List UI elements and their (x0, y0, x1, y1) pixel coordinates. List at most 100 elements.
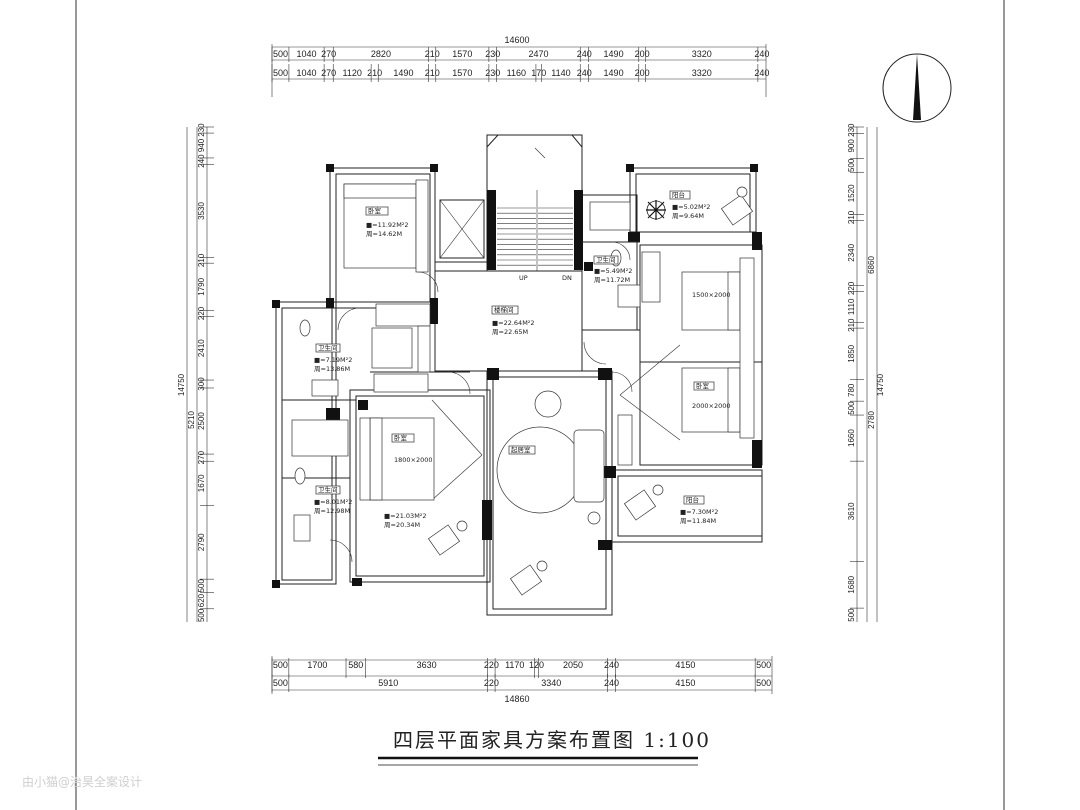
left-dim-row1-label: 500 (197, 579, 206, 593)
right-dim-row1-label: 210 (847, 210, 856, 224)
room-area-bath-left-lower: ■=8.01M²2 (314, 498, 352, 506)
bottom-dim-row2-label: 500 (756, 678, 771, 688)
bottom-dim-row1-label: 120 (529, 660, 544, 670)
top-dim-row2-label: 1040 (296, 68, 316, 78)
room-name-bath-right: 卫生间 (596, 255, 616, 264)
top-dim-row1-label: 3320 (692, 49, 712, 59)
bed-size-right-upper: 1500×2000 (692, 291, 731, 299)
shower-top-right (589, 201, 631, 231)
room-perim-bedroom-top-left: 周=14.62M (366, 230, 402, 238)
bottom-dim-row1-label: 580 (348, 660, 363, 670)
watermark-text: 由小猫@治昊全案设计 (22, 774, 142, 789)
bed-size-left-lower: 1800×2000 (394, 456, 433, 464)
bottom-dim-row2: 500 5910 220 3340 240 4150 500 (271, 674, 771, 692)
room-perim-balcony-top: 周=9.64M (672, 212, 704, 220)
left-dim-row1-label: 1790 (197, 277, 206, 295)
wardrobe-5 (641, 251, 661, 303)
room-perim-bath-right: 周=11.72M (594, 276, 630, 284)
room-name-living: 起居室 (511, 445, 531, 454)
top-dim-row1-label: 500 (273, 49, 288, 59)
top-dim-row2-label: 210 (425, 68, 440, 78)
top-dim-row2-label: 170 (531, 68, 546, 78)
bottom-dim-row1-label: 4150 (675, 660, 695, 670)
room-area-bath-right: ■=5.49M²2 (594, 267, 632, 275)
bottom-dim-row2-label: 4150 (675, 678, 695, 688)
bottom-dim-row2-label: 220 (484, 678, 499, 688)
room-area-stair-hall: ■=22.64M²2 (492, 319, 535, 327)
room-perim-balcony-right: 周=11.84M (680, 517, 716, 525)
left-dimensions: 2309402403530210179022024103002500270167… (177, 123, 214, 622)
room-area-bedroom-bottom-left: ■=21.03M²2 (384, 512, 427, 520)
left-dim-row1-label: 240 (197, 154, 206, 168)
room-labels: 卧室 ■=11.92M²2 周=14.62M 卫生间 ■=7.19M²2 周=1… (314, 190, 731, 529)
toilet-2 (294, 467, 306, 485)
living-round-rug (496, 426, 584, 514)
room-perim-bedroom-bottom-left: 周=20.34M (384, 521, 420, 529)
bottom-dim-row2-label: 5910 (378, 678, 398, 688)
bottom-dim-row1-label: 500 (273, 660, 288, 670)
left-dim-row1-label: 300 (197, 377, 206, 391)
room-perim-bath-left-lower: 周=12.98M (314, 507, 350, 515)
left-dim-row1-label: 2410 (197, 339, 206, 357)
right-dim-row1-label: 3610 (847, 502, 856, 520)
stair-steps (497, 207, 573, 266)
top-dim-row1-label: 230 (485, 49, 500, 59)
bottom-dim-row2-label: 3340 (541, 678, 561, 688)
top-dim-row1-label: 2820 (371, 49, 391, 59)
wardrobe-1 (375, 303, 431, 327)
right-dim-row1-label: 1660 (847, 429, 856, 447)
bottom-total-dim: 14860 (504, 694, 529, 704)
top-dim-row2-label: 210 (367, 68, 382, 78)
room-perim-bath-left-upper: 周=13.86M (314, 365, 350, 373)
top-dim-row1-label: 200 (635, 49, 650, 59)
right-dim-row1-label: 500 (847, 401, 856, 415)
right-dim-row1: 2309005001520210234022011102101850780500… (847, 123, 864, 622)
bottom-dim-row1-label: 240 (604, 660, 619, 670)
right-dim-row1-label: 500 (847, 158, 856, 172)
room-name-stair-hall: 楼梯间 (494, 305, 514, 314)
top-dim-row1-label: 1490 (604, 49, 624, 59)
top-dim-row2-label: 1490 (393, 68, 413, 78)
right-dim-row1-label: 1520 (847, 184, 856, 202)
plant-icon (646, 200, 666, 220)
left-dim-row1-label: 3530 (197, 202, 206, 220)
bottom-dim-row2-label: 500 (273, 678, 288, 688)
top-dim-row2-label: 500 (273, 68, 288, 78)
wardrobe-2 (373, 373, 429, 393)
top-dim-row2-label: 1120 (343, 68, 362, 78)
room-name-balcony-right: 阳台 (686, 495, 699, 504)
north-arrow-icon (882, 53, 952, 123)
top-dim-row2-label: 230 (485, 68, 500, 78)
top-dim-row2-label: 200 (635, 68, 650, 78)
toilet-1 (299, 319, 311, 337)
left-dim-row1-label: 230 (197, 123, 206, 137)
room-name-bedroom-top-left: 卧室 (368, 206, 382, 215)
bottom-dim-row1-label: 3630 (417, 660, 437, 670)
right-dim-row1-label: 900 (847, 139, 856, 153)
top-dim-row1-label: 240 (577, 49, 592, 59)
left-dim-row1-label: 1670 (197, 474, 206, 492)
top-dim-row2-label: 1490 (604, 68, 624, 78)
right-dim-row1-label: 1110 (847, 298, 856, 315)
top-dim-row1-label: 240 (754, 49, 769, 59)
room-perim-stair-hall: 周=22.65M (492, 328, 528, 336)
bottom-dim-row2-label: 240 (604, 678, 619, 688)
room-name-balcony-top: 阳台 (672, 190, 685, 199)
left-dim-row1-label: 2500 (197, 412, 206, 430)
left-dim-row1-label: 270 (197, 450, 206, 464)
left-dim-row1-label: 210 (197, 253, 206, 267)
left-sub-dim: 5210 (187, 411, 196, 429)
right-dim-row1-label: 2340 (847, 243, 856, 261)
wardrobe-3 (417, 325, 431, 373)
left-dim-row1-label: 500 (197, 608, 206, 622)
shower-left (291, 419, 349, 457)
right-sub-dim-1: 6860 (867, 256, 876, 274)
room-area-bath-left-upper: ■=7.19M²2 (314, 356, 352, 364)
top-dim-row2-label: 1160 (507, 68, 526, 78)
top-dim-row1-label: 270 (321, 49, 336, 59)
